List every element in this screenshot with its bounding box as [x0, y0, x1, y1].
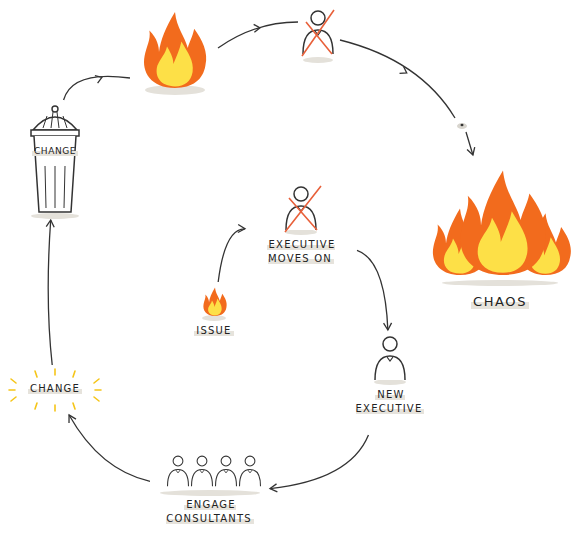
node-label-group: CHANGE — [25, 144, 85, 158]
node-icon — [420, 155, 580, 293]
flow-arrow — [357, 250, 388, 330]
chaos-node: CHAOS — [420, 155, 580, 335]
node-icon — [245, 180, 357, 238]
node-label: ENGAGE CONSULTANTS — [166, 499, 254, 524]
ember-dot — [457, 123, 467, 129]
node-label-group: CHAOS — [420, 293, 580, 311]
node-label: NEW EXECUTIVE — [356, 389, 425, 414]
flow-arrow — [69, 415, 150, 481]
node-label-group: EXECUTIVE MOVES ON — [245, 238, 357, 266]
change-sparkle-node: CHANGE — [5, 365, 105, 415]
node-label-group: CHANGE — [5, 382, 105, 396]
change-bin-node: CHANGE — [25, 100, 85, 220]
node-icon — [150, 450, 270, 498]
flow-arrow — [218, 229, 245, 282]
node-label: EXECUTIVE MOVES ON — [267, 239, 336, 264]
node-label: CHAOS — [471, 294, 529, 309]
departed-executive-illustration — [302, 10, 334, 63]
consultants-node: ENGAGE CONSULTANTS — [150, 450, 270, 540]
flow-chevrons — [95, 24, 409, 83]
flow-arrow — [64, 22, 473, 155]
flow-arrow — [270, 435, 368, 489]
node-label-group: NEW EXECUTIVE — [340, 388, 440, 416]
node-icon — [25, 100, 85, 220]
node-label: ISSUE — [194, 325, 233, 336]
node-label-group: ENGAGE CONSULTANTS — [150, 498, 270, 526]
flow-arrow — [48, 220, 52, 365]
node-label: CHANGE — [32, 146, 78, 156]
node-label-group: ISSUE — [186, 324, 242, 338]
node-label: CHANGE — [28, 383, 82, 394]
node-icon — [340, 330, 440, 388]
new-executive-node: NEW EXECUTIVE — [340, 330, 440, 435]
issue-node: ISSUE — [186, 282, 242, 348]
fire-illustration — [144, 12, 206, 95]
node-icon — [186, 282, 242, 324]
executive-leaves-node: EXECUTIVE MOVES ON — [245, 180, 357, 282]
